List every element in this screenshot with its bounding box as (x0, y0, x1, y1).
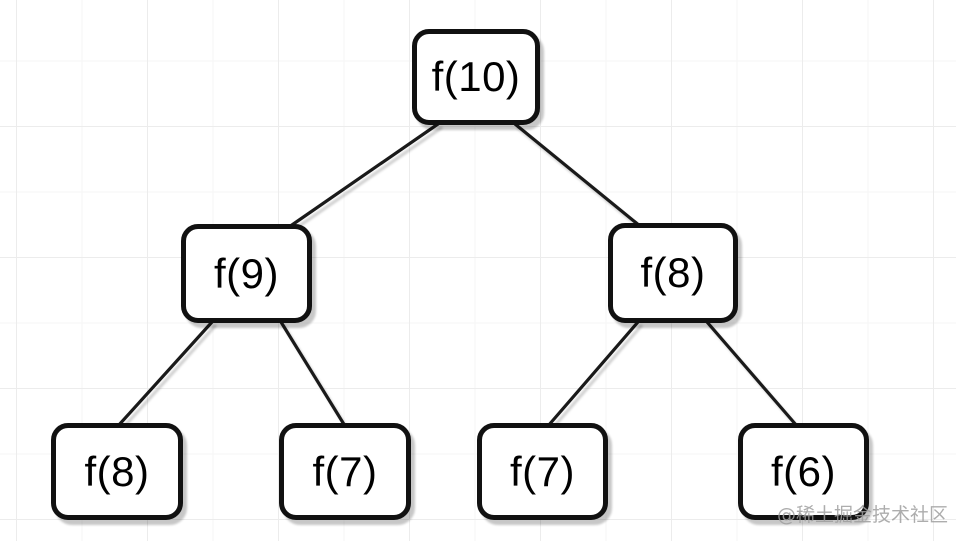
edge-f8-f7 (546, 320, 640, 428)
node-label: f(7) (510, 447, 575, 495)
edge-f8-f6 (705, 320, 799, 428)
node-label: f(8) (84, 447, 150, 495)
edge-f10-f9 (287, 122, 440, 229)
edge-f9-f7 (279, 320, 347, 428)
node-label: f(10) (431, 53, 521, 100)
node-leaf-f7-first: f(7) (279, 423, 411, 520)
node-leaf-f7-second: f(7) (477, 423, 608, 520)
node-label: f(6) (771, 447, 836, 495)
edge-f9-f8 (116, 320, 214, 428)
node-label: f(9) (214, 249, 279, 297)
watermark: @稀土掘金技术社区 (776, 504, 948, 526)
node-right-f8: f(8) (608, 223, 738, 323)
node-root-f10: f(10) (412, 29, 540, 125)
node-label: f(7) (312, 447, 378, 495)
node-left-f9: f(9) (181, 224, 312, 323)
node-label: f(8) (640, 249, 706, 296)
node-leaf-f6: f(6) (738, 423, 869, 520)
node-leaf-f8: f(8) (51, 423, 183, 520)
edge-f10-f8 (513, 122, 642, 228)
